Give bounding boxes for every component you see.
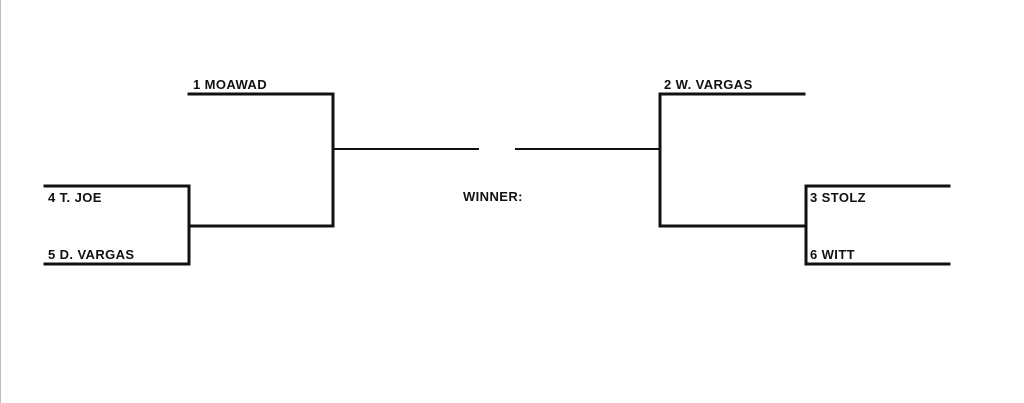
winner-label: WINNER: xyxy=(463,189,523,204)
seed6-name: 6 WITT xyxy=(810,247,856,262)
seed2-name: 2 W. VARGAS xyxy=(664,77,753,92)
seed5-name: 5 D. VARGAS xyxy=(48,247,135,262)
seed4-name: 4 T. JOE xyxy=(48,190,102,205)
seed3-name: 3 STOLZ xyxy=(810,190,867,205)
seed1-name: 1 MOAWAD xyxy=(193,77,267,92)
page-left-border xyxy=(0,0,1,403)
